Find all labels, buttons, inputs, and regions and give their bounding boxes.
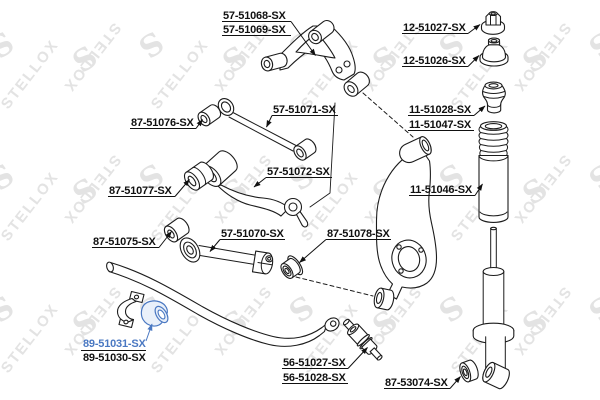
upper-arm-top-bushing	[308, 19, 335, 45]
part-stabilizer-bar	[106, 261, 340, 347]
knuckle-top-eye	[399, 136, 432, 164]
part-bushing-87-53074	[459, 359, 479, 383]
part-knuckle	[373, 136, 438, 311]
bar-end-eye	[324, 317, 340, 332]
part-label-87-51078[interactable]: 87-51078-SX	[327, 228, 391, 240]
part-bump-stop	[481, 81, 506, 114]
part-bushing-87-51077	[183, 161, 214, 191]
part-dust-boot	[478, 121, 509, 223]
part-label-57-51072[interactable]: 57-51072-SX	[267, 166, 331, 178]
part-label-57-51071[interactable]: 57-51071-SX	[273, 104, 337, 116]
rod-left-eye	[217, 98, 235, 116]
part-shock-absorber	[472, 226, 515, 390]
label-leaders	[81, 21, 486, 389]
upper-arm-front-bushing	[260, 52, 288, 72]
part-label-12-51027[interactable]: 12-51027-SX	[403, 22, 467, 34]
part-labels: 57-51068-SX 57-51069-SX 12-51027-SX 12-5…	[83, 10, 473, 389]
part-label-11-51046[interactable]: 11-51046-SX	[410, 184, 473, 196]
trailing-rod-eye	[179, 237, 201, 263]
trailing-rod-fork	[251, 250, 274, 275]
upper-arm-outer-bushing	[343, 71, 370, 97]
bar-end-left	[106, 261, 114, 273]
part-label-87-53074[interactable]: 87-53074-SX	[385, 377, 449, 389]
shock-bottom-eye	[482, 361, 510, 390]
part-label-87-51077[interactable]: 87-51077-SX	[109, 185, 173, 197]
part-label-89-51031-selected[interactable]: 89-51031-SX	[83, 338, 147, 350]
part-label-11-51028[interactable]: 11-51028-SX	[409, 104, 472, 116]
assembly-line-balljoint	[309, 102, 336, 208]
part-lateral-rod-upper	[217, 98, 317, 161]
part-label-12-51026[interactable]: 12-51026-SX	[403, 55, 467, 67]
part-label-56-51027[interactable]: 56-51027-SX	[283, 357, 347, 369]
assembly-dash-bushing-to-knuckle	[295, 276, 374, 297]
assembly-dash-upper-arm-to-knuckle	[362, 92, 414, 138]
part-stabilizer-bracket	[116, 290, 145, 329]
part-label-87-51075[interactable]: 87-51075-SX	[93, 236, 157, 248]
rod-right-bushing	[293, 138, 317, 161]
part-upper-control-arm	[260, 19, 370, 97]
part-stabilizer-bushing-highlighted[interactable]	[140, 300, 170, 327]
part-label-57-51069[interactable]: 57-51069-SX	[223, 24, 287, 36]
part-label-57-51068[interactable]: 57-51068-SX	[223, 10, 287, 22]
assembly-lines	[295, 92, 414, 297]
part-mount-bushing	[479, 37, 509, 67]
ball-joint-stud	[295, 210, 309, 228]
part-bushing-87-51078	[280, 255, 304, 279]
part-label-11-51047[interactable]: 11-51047-SX	[409, 119, 472, 131]
part-mount-nut	[480, 11, 506, 35]
knuckle-bottom-eye	[373, 287, 395, 311]
part-lateral-arm-lower	[200, 150, 309, 228]
part-label-57-51070[interactable]: 57-51070-SX	[221, 228, 285, 240]
part-label-87-51076[interactable]: 87-51076-SX	[131, 117, 195, 129]
part-label-89-51030[interactable]: 89-51030-SX	[83, 352, 147, 364]
part-bushing-87-51076	[197, 104, 222, 127]
part-label-56-51028[interactable]: 56-51028-SX	[283, 372, 347, 384]
